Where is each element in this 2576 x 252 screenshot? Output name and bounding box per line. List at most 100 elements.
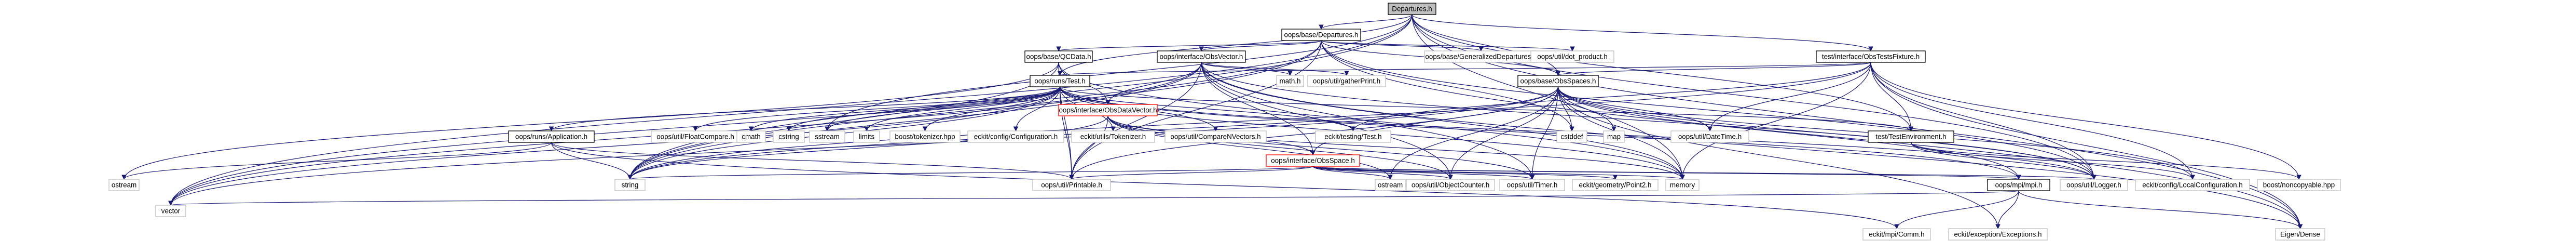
node-label: oops/util/dot_product.h [1537,53,1608,61]
edge-n8-to-n14 [693,86,1061,131]
node-box [1665,179,1700,191]
graph-node: eckit/testing/Test.h [1315,130,1391,143]
node-box [1164,130,1267,143]
graph-node: eckit/mpi/Comm.h [1862,228,1931,241]
graph-node[interactable]: oops/interface/ObsSpace.h [1266,154,1360,167]
node-label: eckit/utils/Tokenizer.h [1080,133,1146,141]
edge-n1-to-n12 [1412,14,1561,76]
graph-node[interactable]: oops/interface/ObsDataVector.h [1058,104,1158,116]
edge-n7-to-n23 [1350,62,1871,131]
node-label: oops/util/CompareNVectors.h [1170,133,1260,141]
node-label: oops/base/Departures.h [1284,31,1359,39]
edge-n7-to-n8 [1058,62,1871,76]
graph-node[interactable]: oops/base/Departures.h [1281,29,1361,41]
graph-node: oops/util/Printable.h [1032,179,1111,191]
node-box [736,130,766,143]
edge-n24-to-n33 [1312,166,1453,180]
node-label: eckit/config/Configuration.h [974,133,1058,141]
edge-n5-to-n31 [1069,62,1202,180]
edge-n1-to-n7 [1412,14,1873,51]
graph-node: oops/util/gatherPrint.h [1307,75,1386,87]
edge-n2-to-n6 [1321,40,1575,51]
edge-n7-to-n12 [1556,62,1871,76]
edge-n7-to-n27 [1707,62,1871,131]
edge-n37-to-n42 [1894,190,2019,229]
node-label: eckit/exception/Exceptions.h [1954,231,2042,238]
node-label: oops/util/Printable.h [1041,181,1102,189]
node-box [1388,3,1436,15]
node-box [2135,179,2250,191]
node-box [614,179,646,191]
node-label: oops/mpi/mpi.h [1995,181,2043,189]
edge-n8-to-n20 [1013,86,1061,131]
graph-node[interactable]: test/TestEnvironment.h [1868,130,1954,143]
node-label: oops/util/DateTime.h [1678,133,1742,141]
node-label: cstddef [1560,133,1583,141]
graph-node: math.h [1276,75,1304,87]
graph-node[interactable]: oops/mpi/mpi.h [1987,179,2050,191]
edge-n7-to-n28 [1870,62,1914,131]
graph-node[interactable]: test/interface/ObsTestsFixture.h [1816,50,1926,63]
dependency-edges [121,14,2303,229]
edge-n9-to-n32 [1107,115,1393,180]
node-label: memory [1670,181,1695,189]
edge-n2-to-n4 [1056,40,1322,51]
node-box [508,130,595,143]
edge-n8-to-n18 [864,86,1061,131]
node-box [1572,179,1659,191]
dependency-nodes: Departures.h oops/base/Departures.h oops/b… [108,3,2341,241]
edge-n5-to-n30 [627,62,1202,180]
graph-node: oops/util/CompareNVectors.h [1164,130,1267,143]
node-box [1499,179,1565,191]
edge-n5-to-n44 [1201,62,2303,229]
edge-n37-to-n44 [2018,190,2303,229]
node-box [1556,130,1587,143]
graph-node: eckit/config/LocalConfiguration.h [2135,179,2250,191]
node-label: oops/util/gatherPrint.h [1313,77,1380,85]
edge-n12-to-n41 [168,86,1559,206]
graph-node[interactable]: oops/base/QCData.h [1024,50,1093,63]
node-box [1157,50,1246,63]
edge-n8-to-n16 [786,86,1061,131]
graph-node: cstring [773,130,805,143]
edge-n7-to-n30 [627,62,1871,180]
node-box [853,130,880,143]
edge-n37-to-n43 [1995,190,2019,229]
node-box [809,130,845,143]
node-box [1517,75,1599,87]
edge-n7-to-n36 [1680,62,1871,180]
graph-node: eckit/utils/Tokenizer.h [1071,130,1155,143]
edge-n12-to-n33 [1448,86,1559,180]
edge-n5-to-n10 [1201,62,1293,76]
graph-node[interactable]: oops/interface/ObsVector.h [1157,50,1246,63]
edge-n13-to-n42 [551,142,1899,229]
node-box [1406,179,1495,191]
edge-n5-to-n24 [1201,62,1316,155]
node-label: oops/util/Timer.h [1507,181,1558,189]
node-label: eckit/geometry/Point2.h [1579,181,1652,189]
node-box [1375,179,1406,191]
node-box [1307,75,1386,87]
node-label: ostream [1378,181,1403,189]
node-label: oops/base/ObsSpaces.h [1520,77,1596,85]
graph-node: boost/tokenizer.hpp [889,130,961,143]
graph-node[interactable]: oops/base/ObsSpaces.h [1517,75,1599,87]
node-box [1948,228,2048,241]
node-box [1816,50,1926,63]
graph-node: oops/base/GeneralizedDepartures.h [1424,50,1538,63]
node-box [1276,75,1304,87]
graph-node: sstream [809,130,845,143]
graph-node: ostream [1375,179,1406,191]
node-box [1024,50,1093,63]
edge-n2-to-n3 [1321,40,1484,51]
graph-node[interactable]: oops/runs/Application.h [508,130,595,143]
edge-n12-to-n43 [1557,86,2000,229]
edge-n13-to-n29 [121,142,552,180]
graph-node[interactable]: oops/runs/Test.h [1030,75,1090,87]
node-label: oops/base/GeneralizedDepartures.h [1425,53,1537,61]
node-box [2257,179,2341,191]
graph-node[interactable]: Departures.h [1388,3,1436,15]
graph-node: eckit/geometry/Point2.h [1572,179,1659,191]
graph-node: Eigen/Dense [2275,228,2325,241]
